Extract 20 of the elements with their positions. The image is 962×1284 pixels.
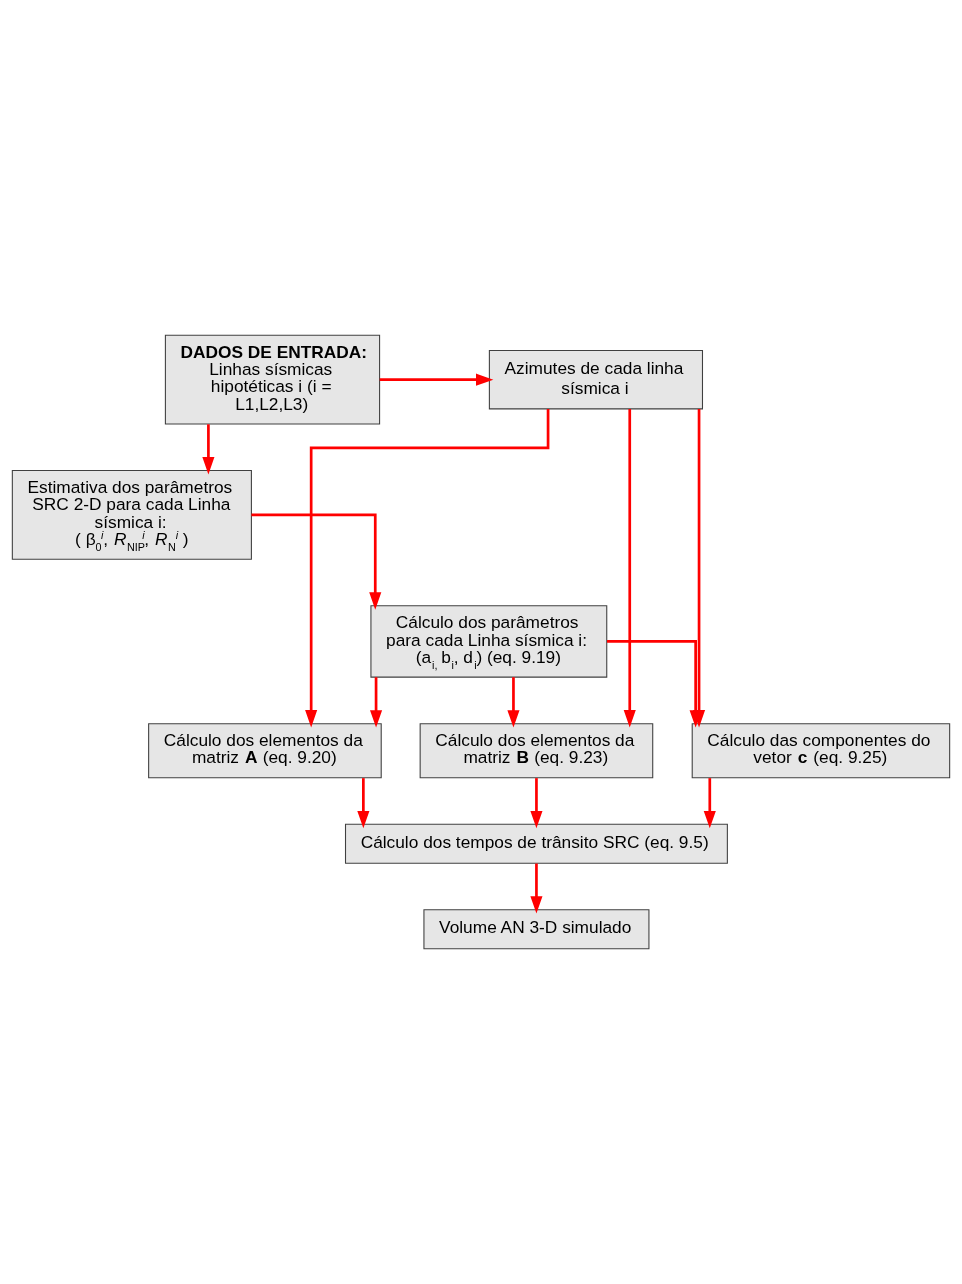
arrow (202, 424, 215, 475)
node-box: DADOS DE ENTRADA: Linhas sísmicas hipotéticas i (i = L1,L2,L3) (164, 334, 381, 425)
arrow (623, 409, 636, 728)
node-box: Estimativa dos parâmetros SRC 2-D para cada Linha sísmica i: ( β$_{0}$$^{i}$, R$_{NIP}$$^{i}$, R$_{N}$$^{i}$ ) (11, 470, 252, 560)
arrow (530, 863, 543, 914)
arrow (379, 373, 494, 386)
node-box: Cálculo dos parâmetros para cada Linha sísmica i: (a$_{i,}$ b$_{i}$, d$_{i}$) (eq. 9.19) (370, 605, 608, 678)
node-box: Volume AN 3-D simulado (423, 909, 650, 950)
arrow (507, 677, 520, 728)
node-box: Azimutes de cada linha sísmica i (488, 349, 704, 410)
node-box: Cálculo dos tempos de trânsito SRC (eq. 9.5) (344, 823, 728, 864)
arrow (305, 408, 550, 728)
arrow (370, 677, 383, 728)
arrow (703, 778, 716, 829)
arrow (530, 778, 543, 829)
node-box: Cálculo dos elementos da matriz A (eq. 9.20) (148, 723, 382, 779)
node-box: Cálculo das componentes do vetor c (eq. 9.25) (691, 723, 951, 779)
node-box: Cálculo dos elementos da matriz B (eq. 9.23) (419, 723, 654, 779)
arrow (357, 778, 370, 829)
arrow (251, 513, 382, 610)
